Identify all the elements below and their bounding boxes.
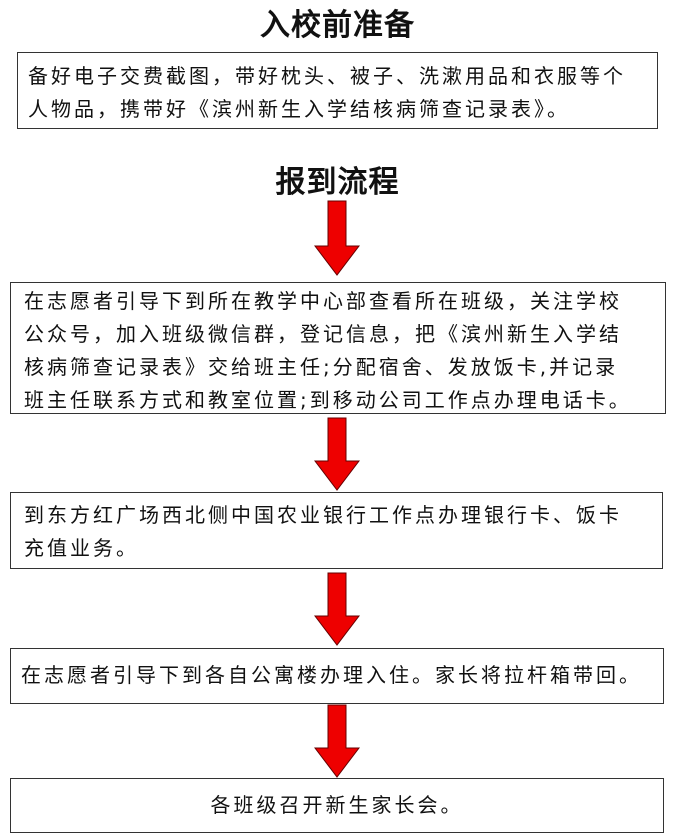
step-box-3: 在志愿者引导下到各自公寓楼办理入住。家长将拉杆箱带回。 <box>10 648 664 704</box>
process-title: 报到流程 <box>275 165 400 200</box>
step-box-1: 在志愿者引导下到所在教学中心部查看所在班级，关注学校 公众号，加入班级微信群，登… <box>10 282 666 414</box>
down-arrow-icon <box>314 704 360 778</box>
step-box-4: 各班级召开新生家长会。 <box>10 778 664 833</box>
step-box-2: 到东方红广场西北侧中国农业银行工作点办理银行卡、饭卡 充值业务。 <box>10 492 663 569</box>
step-text-line: 在志愿者引导下到所在教学中心部查看所在班级，关注学校 <box>24 289 622 313</box>
step-text-line: 充值业务。 <box>24 536 139 560</box>
down-arrow-icon <box>314 200 360 276</box>
step-text-line: 核病筛查记录表》交给班主任;分配宿舍、发放饭卡,并记录 <box>24 355 619 379</box>
prep-text-line: 备好电子交费截图，带好枕头、被子、洗漱用品和衣服等个 <box>28 64 626 88</box>
step-text-line: 到东方红广场西北侧中国农业银行工作点办理银行卡、饭卡 <box>24 503 622 527</box>
down-arrow-icon <box>314 417 360 491</box>
prep-box: 备好电子交费截图，带好枕头、被子、洗漱用品和衣服等个 人物品，携带好《滨州新生入… <box>17 52 658 129</box>
step-text-line: 公众号，加入班级微信群，登记信息，把《滨州新生入学结 <box>24 322 622 346</box>
down-arrow-icon <box>314 572 360 646</box>
step-text-line: 各班级召开新生家长会。 <box>210 793 464 817</box>
step-text-line: 在志愿者引导下到各自公寓楼办理入住。家长将拉杆箱带回。 <box>21 663 642 687</box>
step-text-line: 班主任联系方式和教室位置;到移动公司工作点办理电话卡。 <box>24 388 632 412</box>
prep-title: 入校前准备 <box>260 8 415 43</box>
prep-text-line: 人物品，携带好《滨州新生入学结核病筛查记录表》。 <box>28 97 570 121</box>
